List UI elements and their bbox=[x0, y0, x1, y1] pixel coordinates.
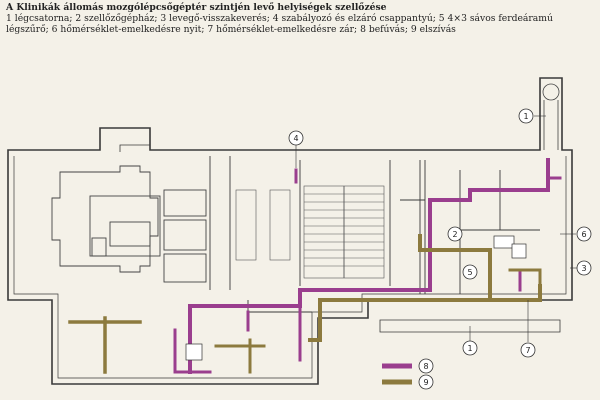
escalator-machinery bbox=[51, 165, 207, 283]
callout-3: 3 bbox=[570, 260, 592, 276]
exhaust-ducts bbox=[68, 234, 542, 374]
caption-legend-text: 1 légcsatorna; 2 szellőzőgépház; 3 leveg… bbox=[6, 13, 553, 35]
callout-1-bottom: 1 bbox=[462, 326, 478, 356]
caption: A Klinikák állomás mozgólépcsőgéptér szi… bbox=[6, 2, 594, 35]
svg-text:1: 1 bbox=[467, 344, 472, 353]
svg-text:9: 9 bbox=[423, 378, 428, 387]
svg-text:6: 6 bbox=[581, 230, 586, 239]
callout-1-top: 1 bbox=[518, 108, 546, 124]
callout-4: 4 bbox=[288, 130, 304, 168]
legend-exhaust: 9 bbox=[382, 374, 434, 390]
legend-supply: 8 bbox=[382, 358, 434, 374]
caption-title: A Klinikák állomás mozgólépcsőgéptér szi… bbox=[6, 2, 387, 13]
svg-text:3: 3 bbox=[581, 264, 586, 273]
svg-text:1: 1 bbox=[523, 112, 528, 121]
callout-5: 5 bbox=[462, 264, 478, 280]
svg-text:7: 7 bbox=[525, 346, 530, 355]
supply-ducts bbox=[173, 158, 562, 374]
svg-text:4: 4 bbox=[293, 134, 298, 143]
callout-2: 2 bbox=[447, 226, 463, 242]
equipment-bays bbox=[235, 185, 385, 279]
dampers bbox=[185, 235, 527, 361]
air-shaft bbox=[542, 83, 560, 150]
callout-6: 6 bbox=[560, 226, 592, 242]
svg-text:8: 8 bbox=[423, 362, 428, 371]
svg-text:5: 5 bbox=[467, 268, 472, 277]
svg-text:2: 2 bbox=[452, 230, 457, 239]
callout-7: 7 bbox=[520, 300, 536, 358]
